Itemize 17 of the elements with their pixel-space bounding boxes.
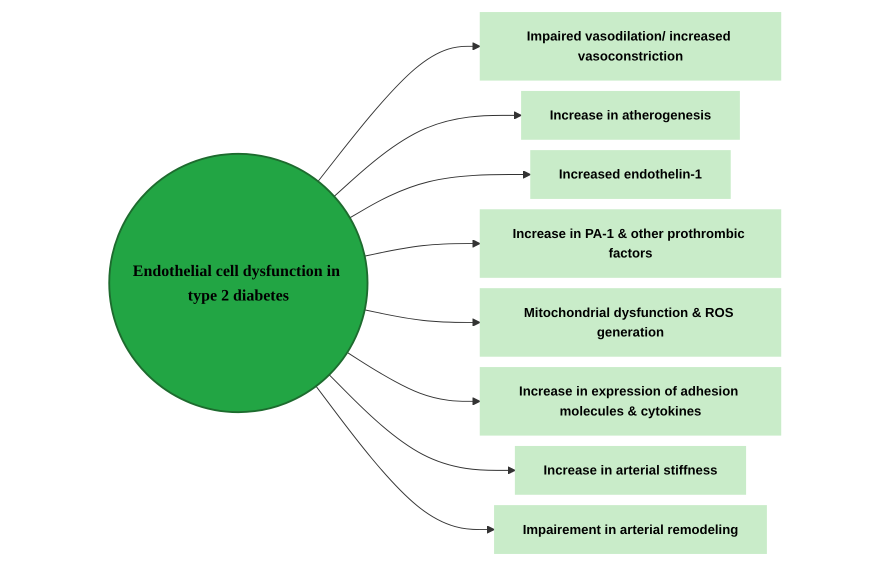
arrow bbox=[348, 170, 531, 218]
node-box: Increase in atherogenesis bbox=[520, 90, 740, 140]
node-box: Mitochondrial dysfunction & ROS generation bbox=[479, 288, 781, 356]
arrow bbox=[333, 110, 522, 196]
node-box: Increase in PA-1 & other prothrombic factors bbox=[479, 208, 781, 278]
node-box: Increased endothelin-1 bbox=[530, 150, 730, 198]
arrow bbox=[364, 308, 480, 326]
node-box: Impaired vasodilation/ increased vasoconstriction bbox=[479, 12, 781, 80]
arrow bbox=[315, 385, 494, 534]
node-box: Impairement in arterial remodeling bbox=[494, 504, 766, 554]
arrow bbox=[328, 374, 516, 474]
node-circle: Endothelial cell dysfunction in type 2 diabetes bbox=[108, 152, 368, 413]
node-box: Increase in arterial stiffness bbox=[514, 445, 746, 494]
arrow bbox=[317, 42, 480, 182]
arrow bbox=[364, 238, 480, 256]
arrow bbox=[346, 351, 480, 405]
node-box: Increase in expression of adhesion molecules & cytokines bbox=[479, 366, 781, 436]
